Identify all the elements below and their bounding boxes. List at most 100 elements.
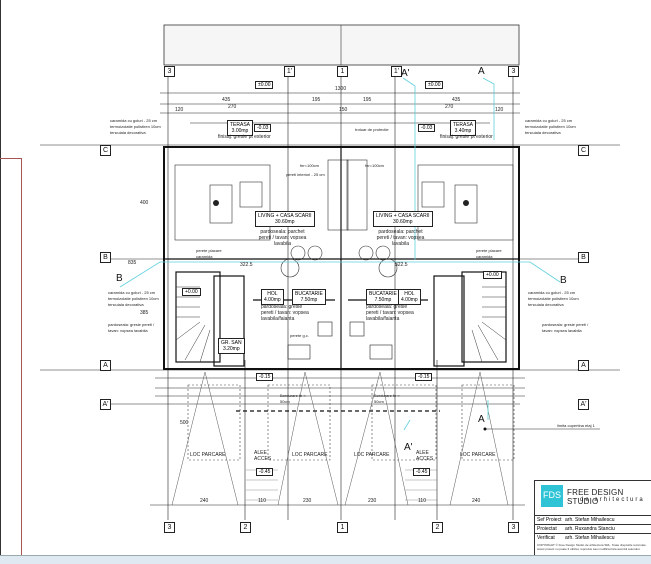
bottom-status-bar [0,555,651,564]
section-mark-b-right: B [560,275,567,286]
axis-tag-b-right: B [578,252,589,263]
plasterboard-note: perete g.c. [290,333,309,338]
dim-left-835: 835 [128,260,137,266]
room-area: 4.00mp [264,297,281,303]
room-name: BUCATARIE [295,291,323,297]
parking-label-4: LOC PARCARE [460,452,496,458]
living-finish-left: pardoseala: parchet pereti / tavan: vops… [258,229,307,247]
level-steps-left: -0.15 [256,373,274,381]
terrace-finish-left: finisaj: gresie pt exterior [218,134,271,140]
row-value: arh. Ruxandra Stanciu [565,526,615,532]
axis-tag-3-bottom-right: 3 [508,522,519,533]
dim-total: 1300 [335,86,347,92]
interior-wall-note: pereti interiori - 25 cm [286,172,325,177]
section-mark-a-bottom: A [478,414,485,425]
dim-bottom-230-right: 230 [368,498,377,504]
axis-tag-2-bottom-left: 2 [240,522,251,533]
living-finish-right: pardoseala: parchet pereti / tavan: vops… [376,229,425,247]
dim-row3-a: 120 [175,107,184,113]
title-row-verificat: Verificat arh. Stefan Mihailescu [535,533,651,542]
dim-left-500: 500 [180,420,189,426]
row-key: Proiectat [537,526,557,532]
room-name: HOL [267,291,278,297]
dim-top-3: 195 [363,97,372,103]
dim-bottom-230-left: 230 [303,498,312,504]
dim-bottom-110-right: 110 [418,498,426,504]
room-name: HOL [404,291,415,297]
room-area: 4.00mp [401,297,418,303]
axis-tag-1prime-top-right: 1' [391,66,402,77]
room-area: 7.50mp [374,297,392,303]
plaster-note-right: perete placare caramida [476,248,502,259]
title-block: FDS FREE DESIGN STUDIO de arhitectura Se… [534,480,651,557]
room-living-right: LIVING + CASA SCARII 30.60mp [373,211,433,227]
dim-row3-d: 270 [445,104,454,110]
protection-note: trotuar de protectie [355,127,389,132]
window-note-left: fer=100cm [300,163,320,168]
access-label-2: ALEE ACCES [416,450,434,462]
axis-tag-1-top: 1 [337,66,348,77]
row-key: Sef Proiect [537,517,562,523]
axis-tag-3-top-right: 3 [508,66,519,77]
sheet-frame-left [0,0,1,556]
studio-subtitle: de arhitectura [580,497,645,503]
level-steps-right: -0.15 [415,373,433,381]
title-row-sef-proiect: Sef Proiect arh. Stefan Mihailescu [535,515,651,524]
level-terrace-right: -0.03 [418,124,436,132]
axis-tag-c: C [100,145,111,156]
room-terasa-right: TERASA 3.40mp [450,120,477,136]
wall-note-mid-right: caramida cu goluri - 25 cm termoizolatie… [528,290,579,307]
row-key: Verificat [537,535,555,541]
studio-name: FREE DESIGN STUDIO [567,488,624,506]
level-entry-left: +0.00 [182,288,201,296]
dim-left-385: 385 [140,310,149,316]
dim-mid-left: 322.5 [240,262,253,268]
access-label-1: ALEE ACCES [254,450,272,462]
level-entry-right: +0.00 [483,271,502,279]
axis-tag-1prime-top-left: 1' [284,66,295,77]
room-name: LIVING + CASA SCARII [258,213,312,219]
facade-note-right: Bordurare fe = 50cm [374,393,400,404]
section-mark-a-prime-top: A' [401,68,410,79]
row-value: arh. Stefan Mihailescu [565,535,615,541]
room-area: 3.40mp [454,128,472,134]
dim-top-4: 435 [452,97,461,103]
level-top-left: ±0.00 [255,81,274,89]
room-bucatarie-left: BUCATARIE 7.50mp [292,289,326,305]
parking-label-2: LOC PARCARE [292,452,328,458]
facade-note-left: Bordurare fe = 50cm [280,393,306,404]
wall-note-top-left: caramida cu goluri - 25 cm termoizolatie… [110,118,161,135]
axis-tag-1-bottom: 1 [337,522,348,533]
dim-bottom-240-left: 240 [200,498,209,504]
axis-tag-2-bottom-right: 2 [432,522,443,533]
wall-note-mid-left: caramida cu goluri - 25 cm termoizolatie… [108,290,159,307]
dim-left-400: 400 [140,200,149,206]
axis-tag-c-right: C [578,145,589,156]
room-name: TERASA [453,122,474,128]
roof-limit-note: limita copertina etaj 1 [557,423,595,428]
room-name: BUCATARIE [369,291,397,297]
row-value: arh. Stefan Mihailescu [565,517,615,523]
axis-tag-a-prime: A' [100,399,111,410]
section-mark-a-prime-bottom: A' [404,442,413,453]
room-living-left: LIVING + CASA SCARII 30.60mp [255,211,315,227]
axis-tag-3-top-left: 3 [164,66,175,77]
plaster-note-left: perete placare caramida [196,248,222,259]
dim-bottom-110-left: 110 [258,498,266,504]
window-note-right: fer=100cm [365,163,385,168]
title-row-proiectat: Proiectat arh. Ruxandra Stanciu [535,524,651,533]
partition-note-right: pardoseala: gresie pereti / tavan: vopse… [542,322,589,333]
room-terasa-left: TERASA 3.00mp [227,120,254,136]
axis-tag-a-prime-right: A' [578,399,589,410]
wall-note-top-right: caramida cu goluri - 25 cm termoizolatie… [525,118,576,135]
room-bucatarie-right: BUCATARIE 7.50mp [366,289,400,305]
parking-label-1: LOC PARCARE [190,452,226,458]
axis-tag-b: B [100,252,111,263]
room-area: 30.60mp [275,219,295,225]
kitchen-finish-left: pardoseala: gresie pereti / tavan: vopse… [261,304,309,322]
room-name: TERASA [230,122,251,128]
level-ground-right: -0.45 [413,468,431,476]
dim-top-1: 435 [222,97,231,103]
level-ground-left: -0.45 [256,468,274,476]
copyright-note: COPYRIGHT © Free Design Studio de arhite… [537,543,647,551]
